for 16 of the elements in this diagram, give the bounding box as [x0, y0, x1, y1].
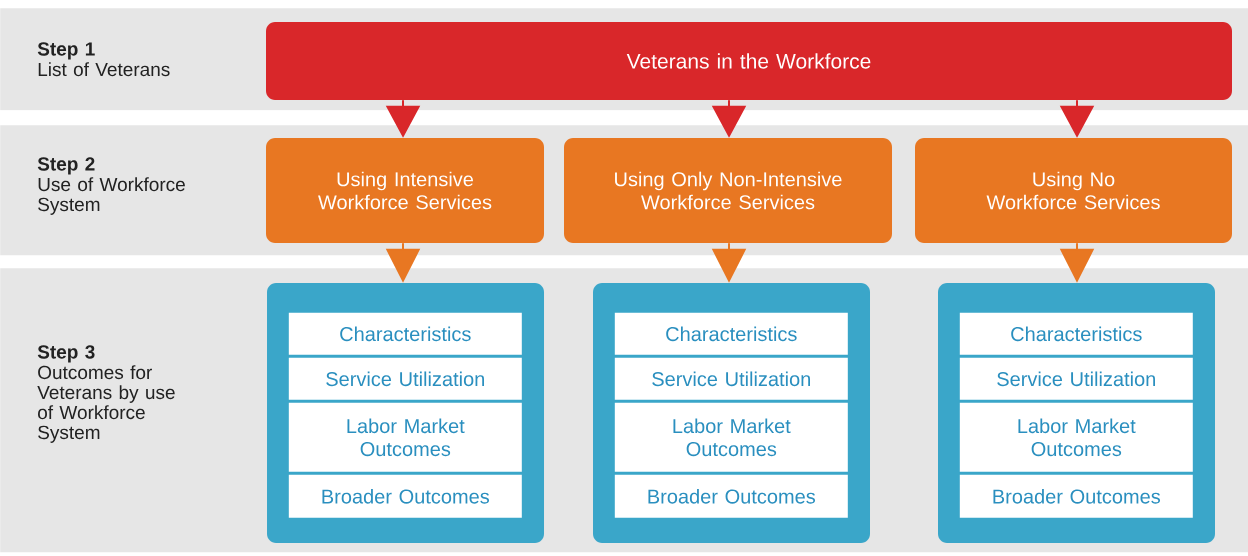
outcome-row: Labor Market Outcomes: [614, 402, 848, 472]
outcome-row: Service Utilization: [288, 357, 522, 400]
group-box: Using No Workforce Services: [915, 138, 1232, 243]
outcome-row: Service Utilization: [959, 357, 1193, 400]
outcome-row: Service Utilization: [614, 357, 848, 400]
outcome-row: Broader Outcomes: [614, 474, 848, 518]
outcome-row: Labor Market Outcomes: [288, 402, 522, 472]
outcome-row: Broader Outcomes: [959, 474, 1193, 518]
outcome-row: Labor Market Outcomes: [959, 402, 1193, 472]
outcome-row: Characteristics: [959, 312, 1193, 355]
group-box: Using Only Non-Intensive Workforce Services: [564, 138, 892, 243]
outcome-row: Characteristics: [288, 312, 522, 355]
group-box: Using Intensive Workforce Services: [266, 138, 544, 243]
outcome-row: Broader Outcomes: [288, 474, 522, 518]
outcome-row: Characteristics: [614, 312, 848, 355]
heading-box: Veterans in the Workforce: [266, 22, 1232, 100]
